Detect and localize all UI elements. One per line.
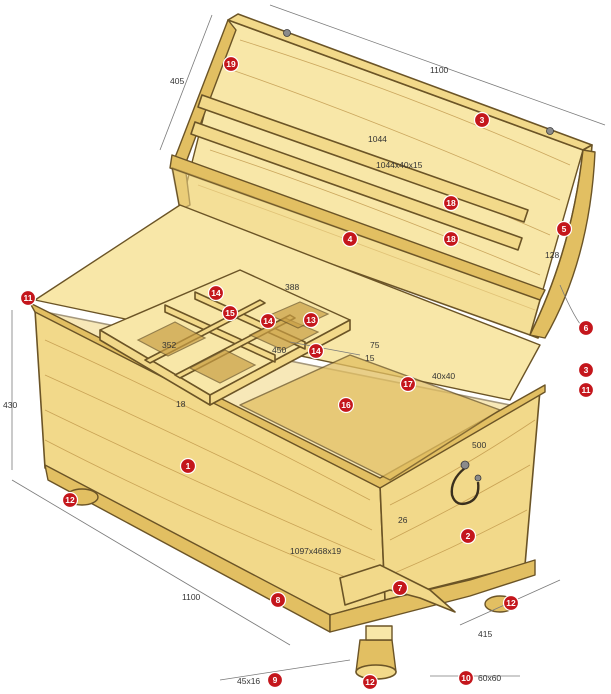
dim-tray-352: 352 — [162, 340, 176, 350]
svg-text:8: 8 — [276, 595, 281, 605]
part-badge-4: 4 — [341, 230, 359, 248]
part-badge-18-lower: 18 — [442, 230, 460, 248]
part-badge-14-b: 14 — [259, 312, 277, 330]
svg-text:2: 2 — [466, 531, 471, 541]
dim-lid-width: 1100 — [430, 65, 449, 75]
svg-text:11: 11 — [24, 293, 33, 303]
base — [44, 464, 536, 680]
part-badge-11-right: 11 — [577, 381, 595, 399]
svg-text:18: 18 — [446, 198, 456, 208]
part-badge-3-lid: 3 — [473, 111, 491, 129]
svg-text:14: 14 — [263, 316, 273, 326]
svg-text:1: 1 — [186, 461, 191, 471]
part-badge-12-right: 12 — [502, 594, 520, 612]
part-badge-18-upper: 18 — [442, 194, 460, 212]
dim-lid-slat: 1044x40x15 — [376, 160, 423, 170]
part-badge-17: 17 — [399, 375, 417, 393]
svg-text:14: 14 — [211, 288, 221, 298]
svg-text:13: 13 — [306, 315, 316, 325]
dim-lid-height: 405 — [170, 76, 184, 86]
lid — [169, 13, 596, 339]
part-badge-12-bottom: 12 — [361, 673, 379, 691]
svg-text:12: 12 — [506, 598, 516, 608]
dim-base-length: 1100 — [182, 592, 201, 602]
part-badge-6: 6 — [577, 319, 595, 337]
part-badge-13: 13 — [302, 311, 320, 329]
part-badge-11-left: 11 — [19, 289, 37, 307]
dim-cleat: 75 — [370, 340, 380, 350]
dim-side-26: 26 — [398, 515, 408, 525]
internal-tray — [99, 269, 351, 406]
svg-text:3: 3 — [584, 365, 589, 375]
dim-tray-450: 450 — [272, 345, 286, 355]
part-badges: 19 3 18 18 4 5 6 3 11 11 14 15 14 13 14 … — [19, 55, 595, 691]
dimension-lines — [11, 4, 606, 681]
svg-text:11: 11 — [582, 385, 591, 395]
part-badge-7: 7 — [391, 579, 409, 597]
dim-front-panel: 1097x468x19 — [290, 546, 341, 556]
part-badge-15: 15 — [221, 304, 239, 322]
svg-text:14: 14 — [311, 346, 321, 356]
dim-side-curve: 128 — [545, 250, 559, 260]
svg-text:17: 17 — [403, 379, 413, 389]
part-badge-5: 5 — [555, 220, 573, 238]
svg-text:19: 19 — [226, 59, 236, 69]
part-badge-16: 16 — [337, 396, 355, 414]
dim-front-18: 18 — [176, 399, 186, 409]
dim-tray-depth: 388 — [285, 282, 299, 292]
dim-lid-inner: 1044 — [368, 134, 387, 144]
part-badge-12-left: 12 — [61, 491, 79, 509]
svg-text:6: 6 — [584, 323, 589, 333]
part-badge-9: 9 — [266, 671, 284, 689]
part-badge-2: 2 — [459, 527, 477, 545]
svg-text:4: 4 — [348, 234, 353, 244]
dim-cleat-thick: 15 — [365, 353, 375, 363]
dim-body-height: 430 — [3, 400, 17, 410]
svg-text:12: 12 — [65, 495, 75, 505]
part-badge-10: 10 — [457, 669, 475, 687]
part-badge-14-a: 14 — [207, 284, 225, 302]
svg-text:15: 15 — [225, 308, 235, 318]
svg-text:18: 18 — [446, 234, 456, 244]
dim-foot-60: 60x60 — [478, 673, 501, 683]
svg-text:3: 3 — [480, 115, 485, 125]
part-badge-3-body: 3 — [577, 361, 595, 379]
svg-text:5: 5 — [562, 224, 567, 234]
svg-text:9: 9 — [273, 675, 278, 685]
svg-text:10: 10 — [461, 673, 471, 683]
dim-foot-45: 45x16 — [237, 676, 260, 686]
part-badge-1: 1 — [179, 457, 197, 475]
dim-base-depth: 415 — [478, 629, 492, 639]
part-badge-8: 8 — [269, 591, 287, 609]
dim-batten: 40x40 — [432, 371, 455, 381]
part-badge-14-c: 14 — [307, 342, 325, 360]
dimension-labels: 1100 405 1044 1044x40x15 128 430 388 352… — [3, 65, 559, 686]
svg-text:7: 7 — [398, 583, 403, 593]
lower-compartment — [239, 354, 501, 481]
svg-text:12: 12 — [365, 677, 375, 687]
svg-text:16: 16 — [341, 400, 351, 410]
part-badge-19: 19 — [222, 55, 240, 73]
dim-side-500: 500 — [472, 440, 486, 450]
